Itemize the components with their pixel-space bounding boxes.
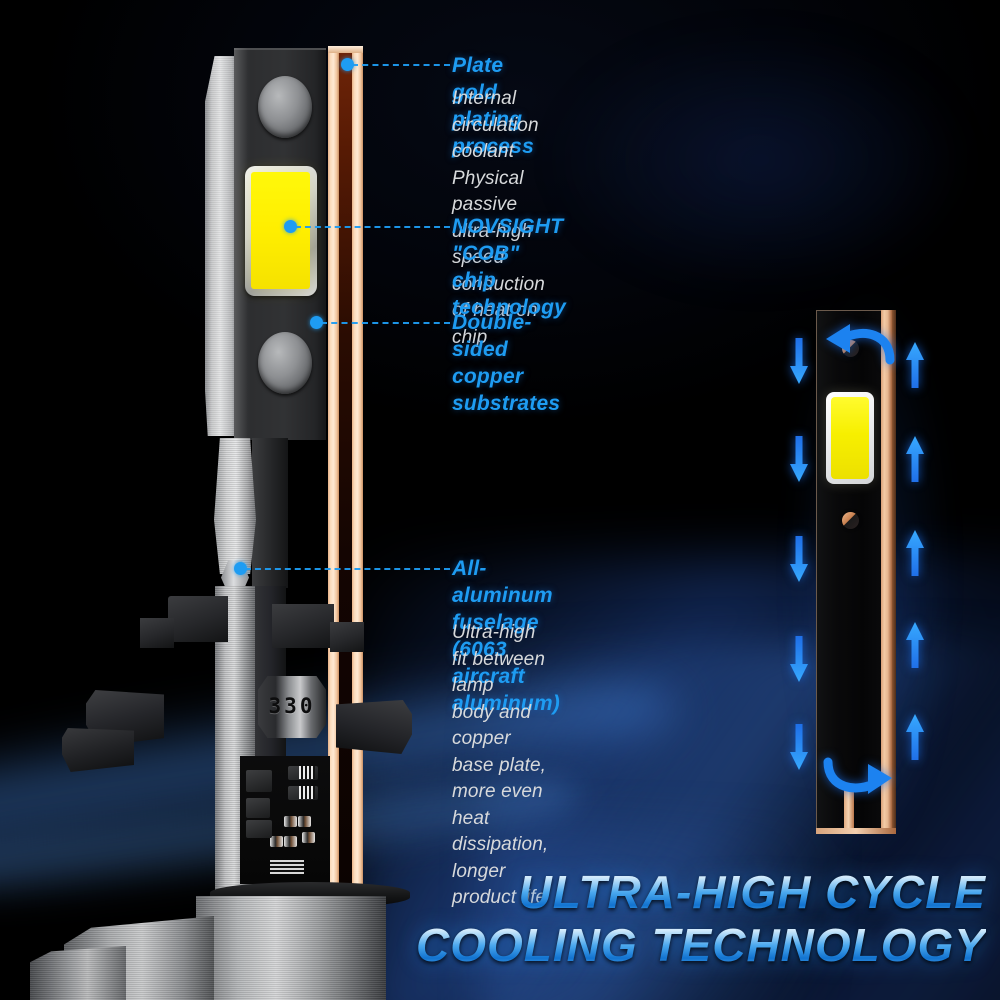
flow-arrow-curved-bottom	[820, 748, 898, 798]
aluminum-base-fin-left-lower	[30, 946, 126, 1000]
flow-arrow-up	[904, 436, 926, 482]
screw-recess-top	[258, 76, 312, 138]
flow-arrow-down	[788, 636, 810, 682]
diagram-copper-substrate	[881, 310, 892, 834]
callout-anchor-dot	[234, 562, 247, 575]
callout-leader-line	[295, 226, 450, 228]
background-glow-top-right	[550, 30, 970, 290]
callout-title: All-aluminum fuselage (6063 aircraft alu…	[452, 557, 560, 715]
pcb-component-ic-3	[246, 820, 272, 838]
flow-arrow-down	[788, 536, 810, 582]
copper-substrate-strip-inner	[328, 52, 339, 888]
bulb-neck	[214, 438, 256, 574]
copper-strip-top-cap	[328, 46, 363, 53]
callout-leader-line	[245, 568, 450, 570]
flow-arrow-down	[788, 724, 810, 770]
socket-flange-right	[336, 700, 412, 754]
flow-arrow-up	[904, 714, 926, 760]
callout-title: Plate gold plating process	[452, 54, 534, 158]
diagram-base-plate	[816, 828, 896, 834]
callout-leader-line	[352, 64, 450, 66]
callout-title: NOVSIGHT "COB" chip technology	[452, 215, 567, 319]
callout-title: Double-sided copper substrates	[452, 311, 561, 415]
pcb-capacitor-4	[284, 836, 297, 847]
connector-tab-right	[330, 622, 364, 652]
pcb-component-ic-2	[246, 798, 270, 818]
aluminum-base-body	[196, 896, 386, 1000]
cob-chip	[251, 172, 310, 289]
socket-flange-left-lower	[62, 728, 134, 772]
flow-arrow-curved-top	[820, 320, 898, 366]
pcb-capacitor-3	[270, 836, 283, 847]
pcb-component-comb-2	[299, 786, 315, 799]
diagram-copper-tab	[844, 788, 854, 828]
bulb-neck-shadow	[252, 438, 288, 588]
bulb-head-highlight	[234, 48, 248, 440]
coolant-circulation-diagram	[780, 290, 1000, 856]
pcb-component-ic	[246, 770, 272, 792]
diagram-copper-edge	[892, 310, 896, 834]
diagram-cob-chip	[831, 397, 869, 479]
callout-body: Internal circulation coolant Physical pa…	[452, 88, 545, 348]
flow-arrow-down	[788, 338, 810, 384]
pcb-capacitor-2	[298, 816, 311, 827]
connector-tab-left	[140, 618, 174, 648]
aluminum-heatsink-edge	[205, 56, 239, 436]
socket-hex-nut	[258, 676, 326, 738]
connector-wing-left	[168, 596, 228, 642]
callout-anchor-dot	[284, 220, 297, 233]
callout-anchor-dot	[341, 58, 354, 71]
flow-arrow-up	[904, 342, 926, 388]
headline-line-1: ULTRA-HIGH CYCLE	[416, 866, 986, 919]
flow-arrow-up	[904, 530, 926, 576]
pcb-component-comb-1	[299, 766, 315, 779]
flow-arrow-down	[788, 436, 810, 482]
callout-leader-line	[321, 322, 450, 324]
diagram-rivet-bottom	[842, 512, 859, 529]
callout-anchor-dot	[310, 316, 323, 329]
headline-line-2: COOLING TECHNOLOGY	[416, 919, 986, 971]
screw-recess-bottom	[258, 332, 312, 394]
callout-body: Ultra-high fit between lamp body and cop…	[452, 622, 549, 908]
led-bulb-cutaway: 330	[0, 0, 430, 1000]
coolant-channel	[339, 52, 352, 888]
flow-arrow-up	[904, 622, 926, 668]
pcb-capacitor-5	[302, 832, 315, 843]
connector-wing-right	[272, 604, 334, 648]
copper-substrate-strip-outer	[352, 52, 363, 888]
headline: ULTRA-HIGH CYCLE COOLING TECHNOLOGY	[416, 866, 986, 972]
socket-marking: 330	[268, 694, 316, 718]
driver-pcb	[240, 756, 330, 884]
pcb-capacitor-1	[284, 816, 297, 827]
pcb-connector-pins	[270, 860, 304, 874]
